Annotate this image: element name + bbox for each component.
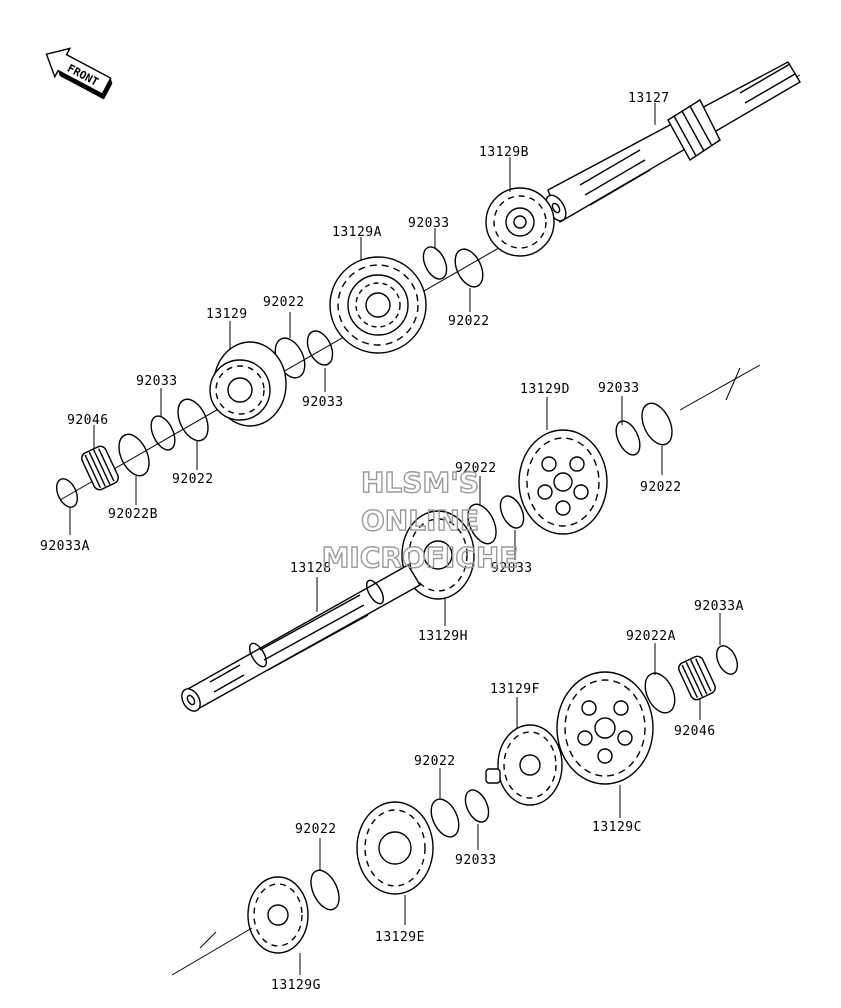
label-92022-f: 92022 bbox=[414, 754, 456, 769]
gear-13129d bbox=[518, 429, 608, 535]
circlip-92033-b bbox=[306, 330, 334, 366]
label-92046-b: 92046 bbox=[674, 724, 716, 739]
label-92033-e: 92033 bbox=[491, 561, 533, 576]
circlip-92033-f bbox=[464, 789, 490, 823]
label-92022-g: 92022 bbox=[295, 822, 337, 837]
circlip-92033-d bbox=[615, 420, 641, 456]
label-92033-d: 92033 bbox=[598, 381, 640, 396]
label-13129: 13129 bbox=[206, 307, 248, 322]
main-shaft bbox=[545, 61, 801, 224]
watermark-line-3: MICROFICHE bbox=[322, 541, 519, 574]
gear-13129a bbox=[329, 256, 427, 354]
watermark-line-1: HLSM'S bbox=[361, 466, 479, 499]
label-13127: 13127 bbox=[628, 91, 670, 106]
counter-shaft bbox=[181, 564, 421, 712]
label-92022-a: 92022 bbox=[448, 314, 490, 329]
washer-92022b bbox=[118, 433, 150, 477]
label-92033-b: 92033 bbox=[302, 395, 344, 410]
gear-13129 bbox=[209, 341, 287, 427]
label-13129e: 13129E bbox=[375, 930, 425, 945]
label-13129g: 13129G bbox=[271, 978, 321, 993]
bearing-92046-a bbox=[81, 445, 119, 491]
gear-13129c bbox=[556, 671, 654, 785]
label-92022-d: 92022 bbox=[640, 480, 682, 495]
leader-lines bbox=[69, 103, 721, 975]
circlip-92033-e bbox=[499, 495, 525, 529]
gear-13129b bbox=[485, 187, 555, 257]
washer-92022-g bbox=[310, 869, 340, 911]
label-92033-a: 92033 bbox=[408, 216, 450, 231]
label-13129a: 13129A bbox=[332, 225, 382, 240]
label-92033a-b: 92033A bbox=[694, 599, 744, 614]
washer-92022-c bbox=[177, 398, 209, 442]
label-92022b: 92022B bbox=[108, 507, 158, 522]
label-13129h: 13129H bbox=[418, 629, 468, 644]
watermark: HLSM'S ONLINE MICROFICHE bbox=[321, 465, 519, 574]
circlip-92033a-a bbox=[55, 478, 79, 508]
label-92033-f: 92033 bbox=[455, 853, 497, 868]
label-92033a-a: 92033A bbox=[40, 539, 90, 554]
label-13128: 13128 bbox=[290, 561, 332, 576]
label-92022-b: 92022 bbox=[263, 295, 305, 310]
watermark-line-2: ONLINE bbox=[361, 504, 479, 537]
gear-13129f bbox=[485, 724, 563, 806]
label-92022-c: 92022 bbox=[172, 472, 214, 487]
label-13129c: 13129C bbox=[592, 820, 642, 835]
gear-13129g bbox=[247, 876, 309, 954]
circlip-92033-c bbox=[150, 415, 176, 451]
washer-92022a bbox=[644, 672, 676, 714]
label-13129d: 13129D bbox=[520, 382, 570, 397]
washer-92022-d bbox=[641, 402, 673, 446]
washer-92022-f bbox=[430, 798, 460, 838]
label-92033-c: 92033 bbox=[136, 374, 178, 389]
gear-13129h bbox=[401, 510, 475, 600]
label-13129b: 13129B bbox=[479, 145, 529, 160]
gear-13129e bbox=[356, 801, 434, 895]
washer-92022-e bbox=[467, 503, 497, 545]
label-13129f: 13129F bbox=[490, 682, 540, 697]
label-92022a: 92022A bbox=[626, 629, 676, 644]
washer-92022-a bbox=[454, 248, 484, 288]
label-92046-a: 92046 bbox=[67, 413, 109, 428]
circlip-92033a-b bbox=[715, 645, 739, 675]
label-92022-e: 92022 bbox=[455, 461, 497, 476]
bearing-92046-b bbox=[678, 655, 716, 701]
circlip-92033-a bbox=[422, 246, 448, 280]
front-arrow-icon: FRONT bbox=[45, 47, 113, 100]
